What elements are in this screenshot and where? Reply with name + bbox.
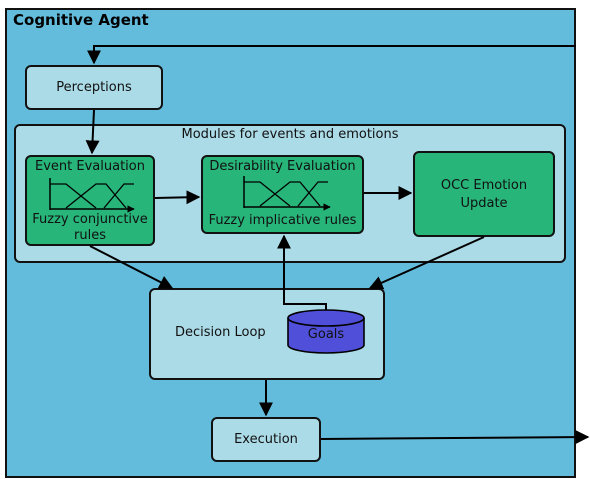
occ-emotion-update-box[interactable]: OCC Emotion Update — [413, 151, 555, 237]
occ-to-decision-arrow — [368, 236, 485, 290]
perceptions-label: Perceptions — [56, 80, 132, 95]
execution-label: Execution — [234, 432, 298, 447]
perceptions-box[interactable]: Perceptions — [25, 65, 163, 110]
occ-line2: Update — [460, 195, 508, 211]
input-arrow — [87, 45, 576, 65]
desirability-fuzzy-membership-icon — [243, 176, 331, 211]
output-arrow — [320, 430, 590, 445]
modules-title: Modules for events and emotions — [181, 127, 399, 142]
event-rules-line1: Fuzzy conjunctive — [32, 212, 148, 227]
occ-line1: OCC Emotion — [440, 177, 528, 193]
desirability-rules: Fuzzy implicative rules — [208, 213, 357, 228]
perceptions-to-event-arrow — [85, 109, 100, 155]
event-to-decision-arrow — [89, 245, 174, 289]
event-to-desirability-arrow — [154, 190, 201, 205]
event-rules-line2: rules — [74, 228, 106, 243]
goals-to-desirability-arrow — [277, 234, 327, 310]
decision-loop-label: Decision Loop — [175, 325, 266, 340]
event-evaluation-box[interactable] — [25, 155, 155, 246]
event-evaluation-title: Event Evaluation — [35, 159, 145, 174]
event-fuzzy-membership-icon — [49, 178, 135, 213]
goals-label: Goals — [307, 327, 345, 342]
agent-title: Cognitive Agent — [13, 11, 149, 29]
goals-database-icon — [287, 309, 365, 354]
desirability-evaluation-box[interactable] — [201, 155, 364, 234]
execution-box[interactable]: Execution — [211, 417, 321, 462]
desirability-evaluation-title: Desirability Evaluation — [209, 159, 356, 174]
